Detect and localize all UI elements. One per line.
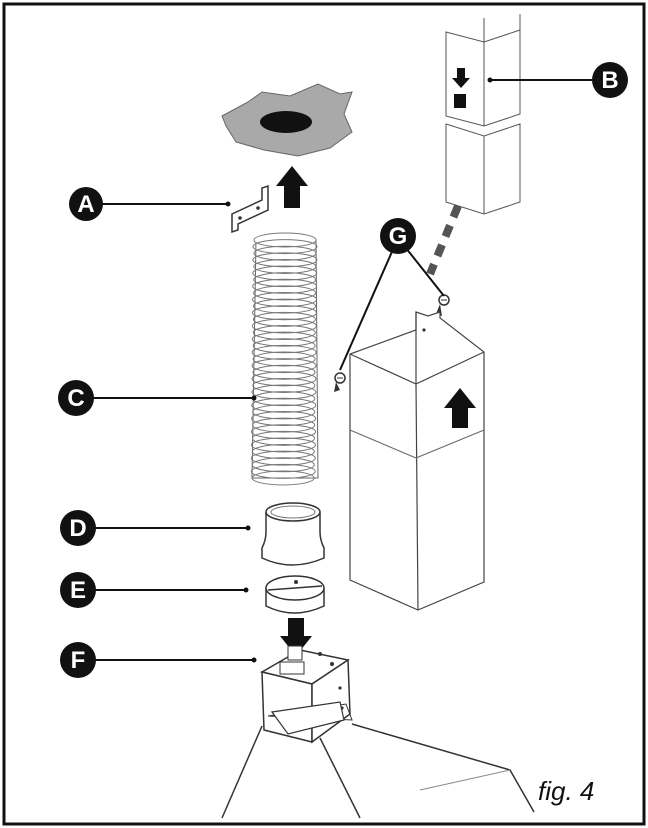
duct-rib [252, 265, 318, 281]
duct-rib [253, 298, 316, 314]
hood-body [221, 701, 535, 819]
arrow-down-icon [452, 68, 470, 88]
duct-rib [251, 371, 317, 387]
duct-rib [252, 311, 316, 327]
slot-mark [454, 94, 466, 108]
duct-rib [252, 351, 316, 367]
duct-rib [252, 239, 318, 255]
duct-rib [250, 437, 316, 453]
duct-rib [250, 450, 316, 466]
callout-f-label: F [71, 647, 86, 674]
callout-c-label: C [67, 385, 84, 412]
duct-rib [251, 444, 315, 460]
duct-rib [251, 331, 317, 347]
duct-rib [251, 411, 317, 426]
callout-a: A [69, 187, 103, 221]
duct-rib [251, 470, 315, 486]
damper-flange-part-e [265, 575, 325, 614]
callout-e-label: E [70, 577, 86, 604]
reducer-ring-part-d [261, 502, 325, 566]
duct-rib [251, 305, 317, 321]
callout-d: D [60, 510, 96, 546]
leader-g2 [339, 237, 399, 371]
duct-rib [251, 457, 315, 473]
arrow-up-icon [444, 388, 476, 428]
duct-rib [253, 258, 317, 274]
duct-rib [251, 358, 317, 374]
bracket-part-a [231, 184, 269, 234]
screw-icon [334, 372, 346, 392]
callout-c: C [58, 380, 94, 416]
callout-b-label: B [601, 67, 618, 94]
callout-e: E [60, 572, 96, 608]
duct-rib [252, 278, 318, 294]
duct-rib [253, 285, 317, 301]
callout-b: B [592, 62, 628, 98]
duct-rib [253, 272, 317, 288]
arrow-down-icon [280, 618, 312, 656]
duct-hole [260, 111, 312, 133]
duct-rib [252, 325, 316, 341]
callout-d-label: D [69, 515, 86, 542]
callout-f: F [60, 642, 96, 678]
duct-rib [252, 292, 318, 307]
duct-rib [252, 404, 316, 420]
flexible-duct-part-c [250, 232, 319, 486]
duct-rib [251, 344, 317, 360]
duct-rib [253, 245, 317, 261]
duct-rib [251, 397, 317, 413]
callout-g: G [380, 218, 416, 254]
callout-g-label: G [389, 223, 408, 250]
duct-rib [251, 318, 317, 334]
duct-rib [252, 252, 318, 268]
duct-rib [251, 424, 317, 440]
upper-chimney-part-b [445, 14, 521, 215]
duct-rib [252, 364, 316, 380]
duct-rib [252, 377, 316, 393]
duct-rib [252, 338, 316, 354]
lower-chimney [349, 311, 485, 611]
duct-rib [252, 417, 316, 433]
duct-rib [250, 463, 316, 479]
ceiling-plate [221, 83, 353, 157]
duct-rib [252, 430, 315, 446]
callout-a-label: A [77, 191, 94, 218]
arrow-up-icon [276, 166, 308, 208]
duct-rib [251, 384, 317, 400]
figure-caption: fig. 4 [538, 776, 594, 806]
